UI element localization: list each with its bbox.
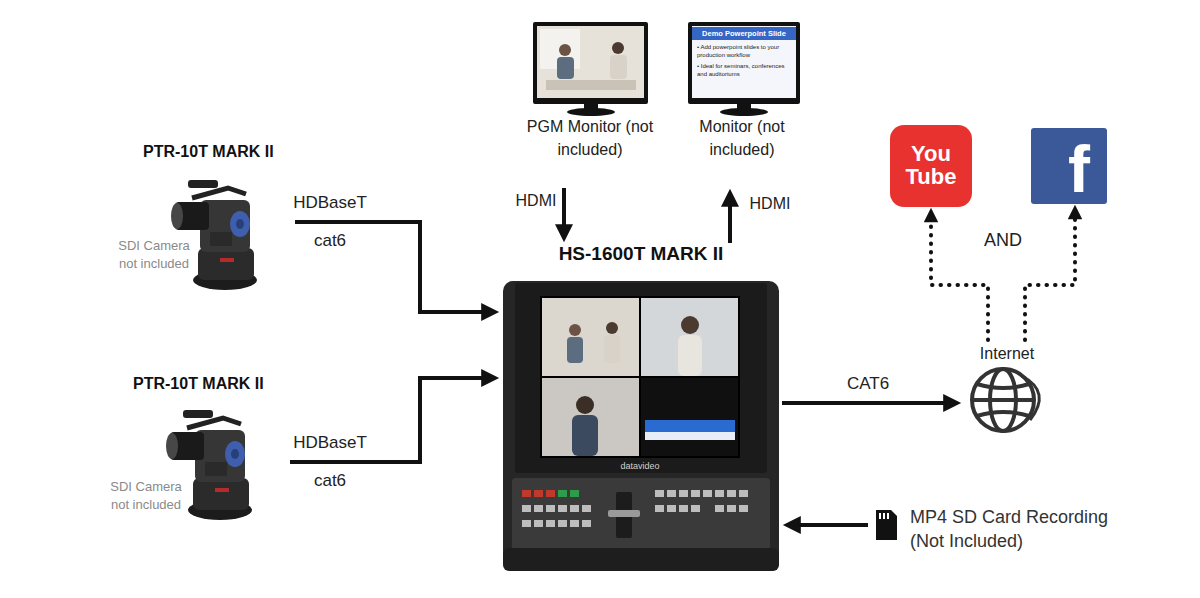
sd-card-symbol <box>876 510 897 540</box>
connector-label: HDBaseT cat6 <box>290 424 370 500</box>
node-title: PTR-10T MARK II <box>143 142 303 161</box>
connector <box>728 196 732 243</box>
text-label: Demo Powerpoint Slide <box>693 29 795 38</box>
dotted-connector <box>1025 212 1075 340</box>
node-note: SDI Camera not included <box>100 478 192 514</box>
node-title: You Tube <box>890 142 972 188</box>
text-label: • Add powerpoint slides to your producti… <box>697 44 793 59</box>
camera-node: PTR-10T MARK II SDI Camera not included <box>100 372 290 522</box>
text-label: • Ideal for seminars, conferences and au… <box>697 63 793 78</box>
camera-node: PTR-10T MARK IISDI Camera not included <box>105 140 295 290</box>
node-title: Monitor (not included) <box>678 115 806 161</box>
sd-card-node: MP4 SD Card Recording (Not Included) <box>868 505 1130 559</box>
node-title: PGM Monitor (not included) <box>520 115 660 161</box>
monitor-drawing <box>688 22 800 116</box>
node-title: HS-1600T MARK II <box>500 243 782 266</box>
globe-symbol <box>972 369 1039 431</box>
connector-label: CAT6 <box>836 374 900 394</box>
switcher-drawing <box>503 281 779 571</box>
youtube-tile: You Tube <box>890 125 972 207</box>
node-note: SDI Camera not included <box>108 237 200 273</box>
connector-label: HDMI <box>744 194 796 214</box>
node-title: MP4 SD Card Recording (Not Included) <box>910 505 1132 553</box>
dotted-connector <box>931 215 988 340</box>
monitor-drawing <box>533 22 648 116</box>
monitor-node: PGM Monitor (not included) <box>520 20 660 188</box>
connector <box>790 523 868 527</box>
connector <box>782 401 954 405</box>
camera-drawing <box>171 180 257 290</box>
connector-label: HDMI <box>512 191 560 211</box>
switcher-node: HS-1600T MARK II <box>500 243 782 573</box>
node-title: Internet <box>962 344 1052 363</box>
connector <box>290 378 492 462</box>
connector-label: HDBaseT cat6 <box>290 184 370 260</box>
node-title: PTR-10T MARK II <box>133 374 293 393</box>
internet-node: Internet <box>962 340 1052 435</box>
text-label: datavideo <box>600 461 680 471</box>
node-title: f <box>1059 134 1099 204</box>
connector <box>562 188 566 235</box>
monitor-node: Monitor (not included) <box>678 20 806 188</box>
facebook-tile: f <box>1031 128 1107 204</box>
connector <box>295 222 492 312</box>
text-label: AND <box>978 229 1028 251</box>
